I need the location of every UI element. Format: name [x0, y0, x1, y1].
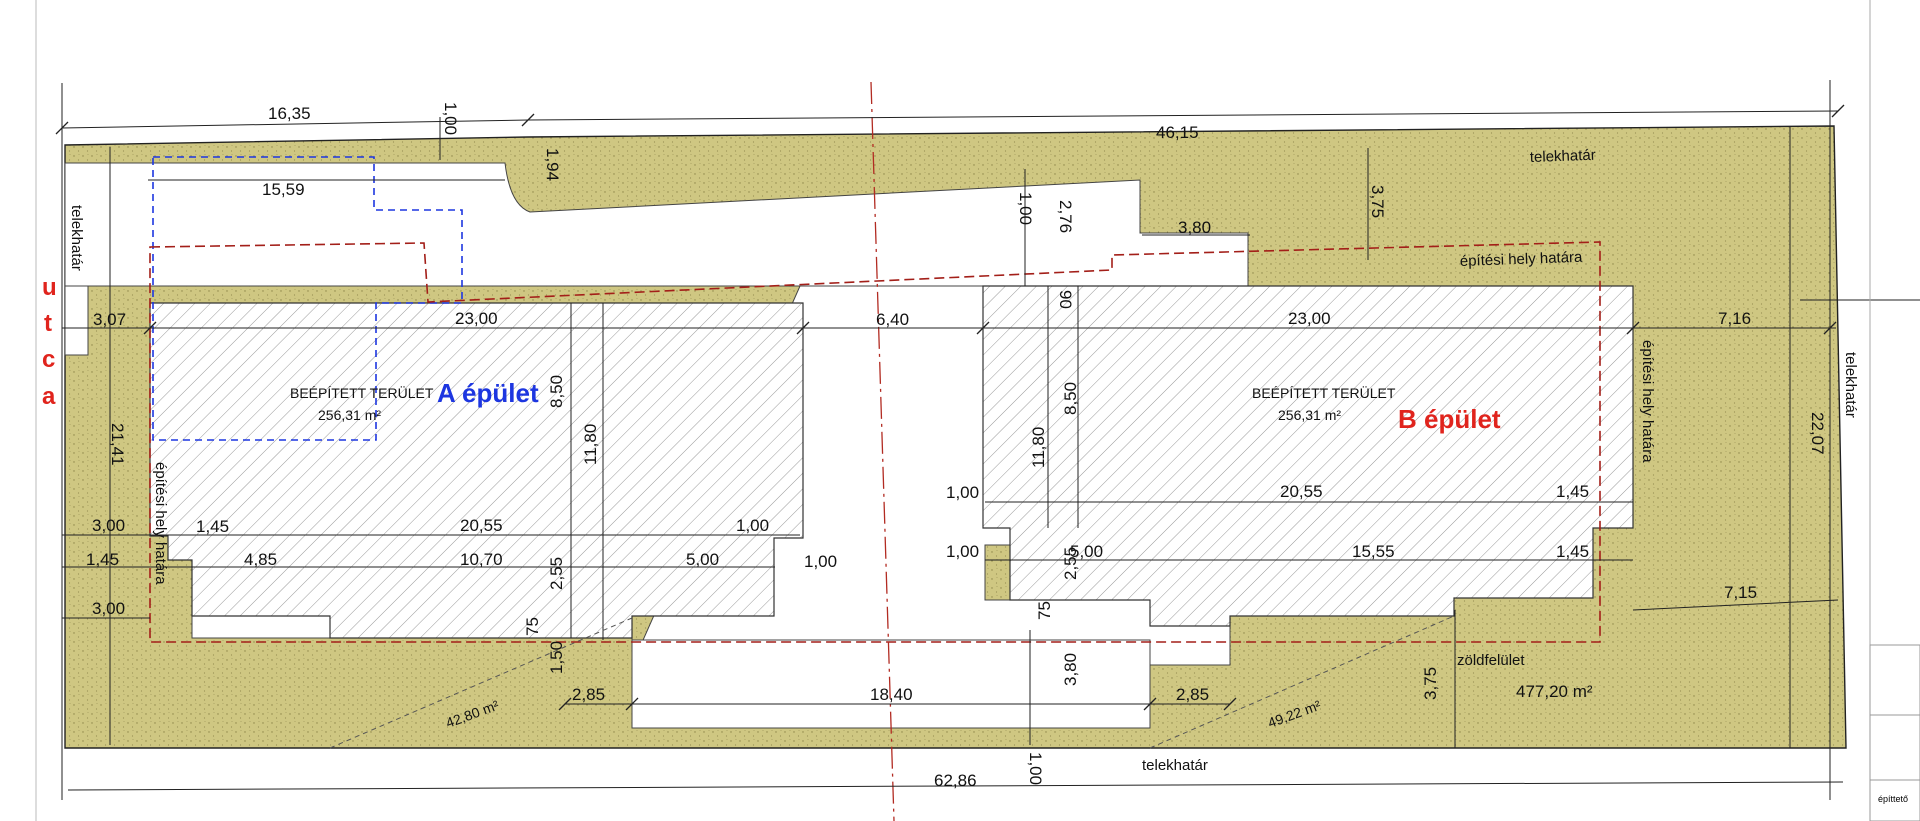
dim-7-15: 7,15: [1724, 583, 1757, 602]
building-b-footprint: [982, 285, 1634, 627]
dim-1-00-f: 1,00: [946, 542, 979, 561]
dim-8-50-b: 8,50: [1061, 382, 1080, 415]
dim-18-40: 18,40: [870, 685, 913, 704]
dim-75-b: 75: [1035, 601, 1054, 620]
axis-line: [870, 81, 895, 821]
south-yard: [631, 639, 1151, 729]
label-zoldfelulet: zöldfelület: [1457, 652, 1525, 669]
building-a-name: A épület: [437, 378, 539, 408]
dim-20-55-b: 20,55: [1280, 482, 1323, 501]
dimension-lines: [61, 80, 1920, 800]
dim-2-55-b: 2,55: [1061, 547, 1080, 580]
label-telekhatar-right: telekhatár: [1842, 352, 1859, 418]
dim-8-50-a: 8,50: [547, 375, 566, 408]
label-epitesi-left: építési hely határa: [152, 462, 169, 585]
dim-15-55: 15,55: [1352, 542, 1395, 561]
building-a-footprint: [149, 302, 804, 639]
street-letter-u: u: [42, 274, 57, 301]
label-telekhatar-left: telekhatár: [68, 205, 85, 271]
street-letter-t: t: [44, 310, 52, 337]
dim-1-00-d: 1,00: [946, 483, 979, 502]
dim-1-00-b: 1,00: [1016, 192, 1035, 225]
dim-6-40: 6,40: [876, 310, 909, 329]
building-a-area-value: 256,31 m²: [318, 407, 381, 423]
dim-2-85-b: 2,85: [1176, 685, 1209, 704]
dim-1-94: 1,94: [543, 148, 562, 181]
dim-3-80-mid: 3,80: [1061, 653, 1080, 686]
dim-1-45-d: 1,45: [1556, 542, 1589, 561]
dim-4-85: 4,85: [244, 550, 277, 569]
dimension-ticks: [55, 104, 1845, 711]
buildable-boundary: [149, 241, 1601, 643]
dim-15-59: 15,59: [262, 180, 305, 199]
title-block: [1869, 644, 1920, 821]
dim-3-00-b: 3,00: [92, 599, 125, 618]
dim-11-80-b: 11,80: [1029, 427, 1048, 468]
dim-23-00-a: 23,00: [455, 309, 498, 328]
dim-10-70: 10,70: [460, 550, 503, 569]
dim-46-15: 46,15: [1156, 123, 1199, 142]
building-b-area-value: 256,31 m²: [1278, 407, 1341, 423]
dim-75-a: 75: [523, 617, 542, 636]
street-gap: [64, 285, 89, 356]
label-corner: építtető: [1878, 794, 1908, 804]
dim-1-50: 1,50: [547, 641, 566, 674]
dim-90: 90: [1056, 290, 1075, 309]
green-divider-left: [329, 617, 633, 749]
dim-3-75-top: 3,75: [1368, 185, 1387, 218]
street-letter-c: c: [42, 346, 55, 373]
dim-3-07: 3,07: [93, 310, 126, 329]
green-divider-right: [1149, 615, 1455, 749]
dim-1-45-b: 1,45: [1556, 482, 1589, 501]
dim-11-80-a: 11,80: [581, 424, 600, 465]
building-b-area-title: BEÉPÍTETT TERÜLET: [1252, 384, 1396, 401]
paved-area-north: [64, 162, 1249, 287]
dim-2-85-a: 2,85: [572, 685, 605, 704]
dim-23-00-b: 23,00: [1288, 309, 1331, 328]
label-green-total: 477,20 m²: [1516, 682, 1593, 701]
dim-3-00-a: 3,00: [92, 516, 125, 535]
dim-1-00-bot: 1,00: [1026, 752, 1045, 785]
dim-3-80-top: 3,80: [1178, 218, 1211, 237]
label-telekhatar-bottom: telekhatár: [1142, 757, 1208, 774]
label-telekhatar-top: telekhatár: [1530, 147, 1596, 166]
dim-7-16: 7,16: [1718, 309, 1751, 328]
dim-3-75-bot: 3,75: [1421, 667, 1440, 700]
label-epitesi-top: építési hely határa: [1460, 249, 1584, 270]
dim-1-45-a: 1,45: [196, 517, 229, 536]
building-a-area-title: BEÉPÍTETT TERÜLET: [290, 384, 434, 401]
dim-1-00-c: 1,00: [736, 516, 769, 535]
dim-1-45-c: 1,45: [86, 550, 119, 569]
dim-62-86: 62,86: [934, 771, 977, 790]
dim-2-55-a: 2,55: [547, 557, 566, 590]
building-b-name: B épület: [1398, 404, 1501, 434]
dim-21-41: 21,41: [108, 423, 127, 466]
dim-20-55-a: 20,55: [460, 516, 503, 535]
dim-1-00-a: 1,00: [441, 102, 460, 135]
dim-5-00-b: 5,00: [1070, 542, 1103, 561]
dim-5-00-a: 5,00: [686, 550, 719, 569]
dim-1-00-e: 1,00: [804, 552, 837, 571]
street-letter-a: a: [42, 383, 56, 410]
dim-2-76: 2,76: [1056, 200, 1075, 233]
dim-22-07: 22,07: [1808, 412, 1827, 455]
dim-16-35: 16,35: [268, 104, 311, 123]
label-epitesi-right: építési hely határa: [1639, 340, 1656, 463]
